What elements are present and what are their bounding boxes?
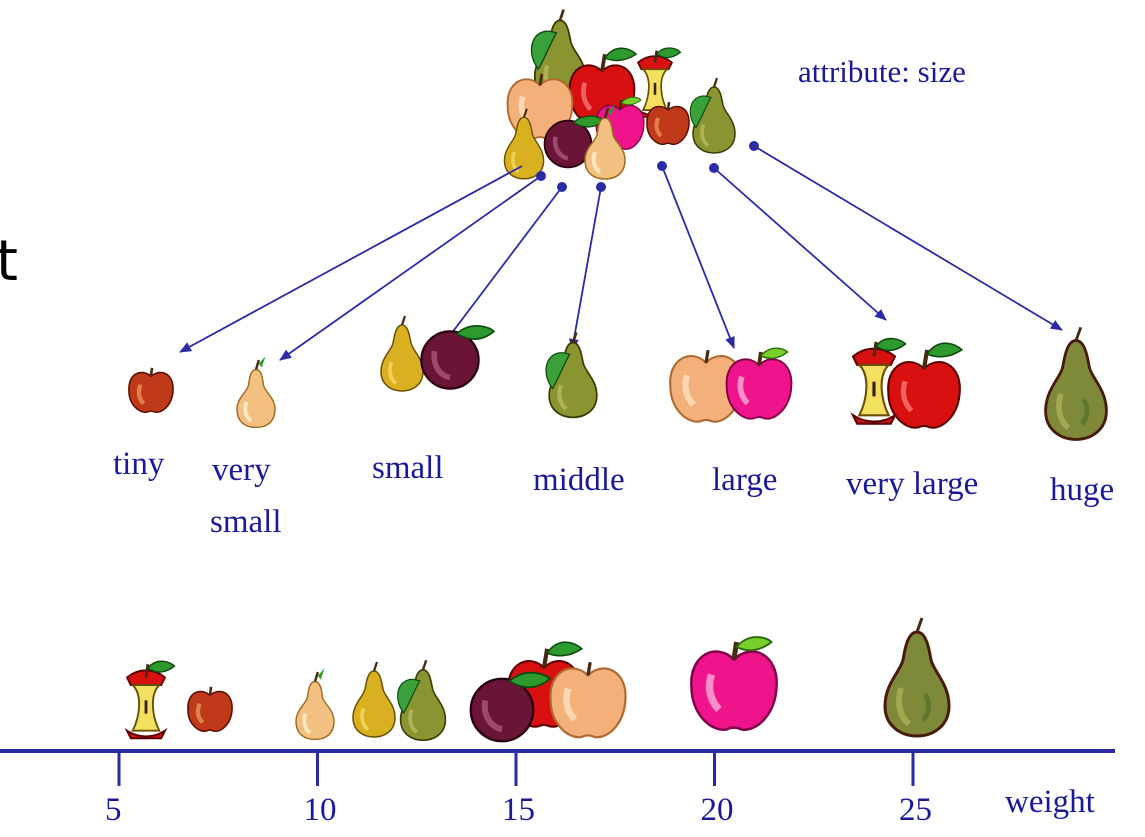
yellow-pear-10-icon [351,660,397,739]
core-5-icon [125,659,176,740]
axis-tick-label: 20 [700,792,734,828]
small-plum-icon [421,326,494,389]
axis-label-weight: weight [1005,784,1095,820]
arrow-dot [596,182,606,192]
arrow-very-small [279,175,542,361]
apple-5-icon [188,687,232,731]
small-apple-icon [644,100,692,147]
axis-tick-label: 15 [502,792,535,828]
axis-ticks [117,751,915,786]
axis-tick-label: 5 [105,792,122,828]
pear-10-icon [294,666,336,742]
very-large-apple-icon [888,343,962,427]
label-large: large [712,462,778,498]
label-middle: middle [533,462,625,498]
arrow-dot [536,171,546,181]
arrow-tiny [179,165,523,353]
label-small: small [372,450,444,486]
green-pear-icon [688,76,737,155]
attribute-title: attribute: size [798,54,966,89]
pear-25-icon [885,618,949,736]
label-very-small-line1: very [212,452,271,488]
partial-text-fragment: t [0,229,18,294]
axis-tick-label: 25 [899,792,932,828]
middle-pear-icon [546,332,597,417]
arrow-middle [569,186,602,351]
axis-tick-label: 10 [303,792,337,828]
tiny-apple-icon [129,368,173,412]
fruit-cluster [502,10,737,181]
arrow-dot [657,161,667,171]
weight-fruits [125,618,949,742]
large-pink-apple-icon [727,348,792,418]
arrow-dot [749,141,759,151]
label-tiny: tiny [113,446,165,482]
category-fruits [129,314,1107,439]
arrow-huge [753,145,1063,331]
arrow-very-large [713,167,887,321]
very-small-pear-icon [235,354,277,430]
peach-apple-15-icon [550,662,625,737]
green-pear-10-icon [398,660,446,740]
small-pear-icon [379,314,425,393]
arrow-dot [709,163,719,173]
arrow-dot [557,182,567,192]
label-very-small-line2: small [210,504,282,540]
arrow-small [441,186,563,347]
label-very-large: very large [846,466,979,502]
arrow-dots [536,141,759,192]
huge-pear-icon [1046,327,1107,439]
arrow-large [661,165,735,349]
label-huge: huge [1050,472,1115,508]
pink-apple-20-icon [691,637,776,730]
category-arrows [179,145,1063,361]
